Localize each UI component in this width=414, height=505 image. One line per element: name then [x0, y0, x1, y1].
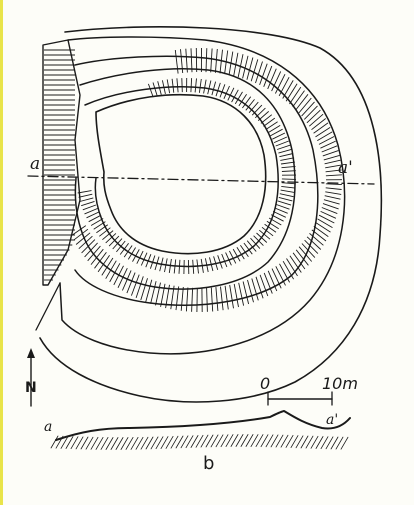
section-label-start: a [30, 154, 41, 174]
profile-label-start: a [44, 419, 53, 435]
north-label: N [25, 380, 37, 396]
scale-label-start: 0 [260, 374, 271, 393]
outer-bank-outer-edge [59, 36, 346, 355]
interior-court-edge [95, 93, 267, 255]
left-spur-line [35, 282, 61, 331]
section-line [27, 175, 375, 185]
scale-bar [267, 391, 333, 406]
left-slope-outline [42, 39, 81, 286]
scale-label-end: 10m [322, 374, 358, 393]
outer-bank-inner-edge [74, 55, 319, 306]
inner-bank-outer-edge [74, 68, 296, 290]
outer-enclosure-outline [39, 26, 383, 403]
cross-section-profile [50, 410, 351, 450]
profile-label-end: a' [326, 412, 339, 428]
profile-caption: b [203, 453, 215, 474]
page-edge-strip [0, 0, 3, 505]
north-arrow [27, 348, 35, 407]
inner-bank-inner-edge [84, 86, 279, 268]
section-label-end: a' [338, 158, 353, 178]
